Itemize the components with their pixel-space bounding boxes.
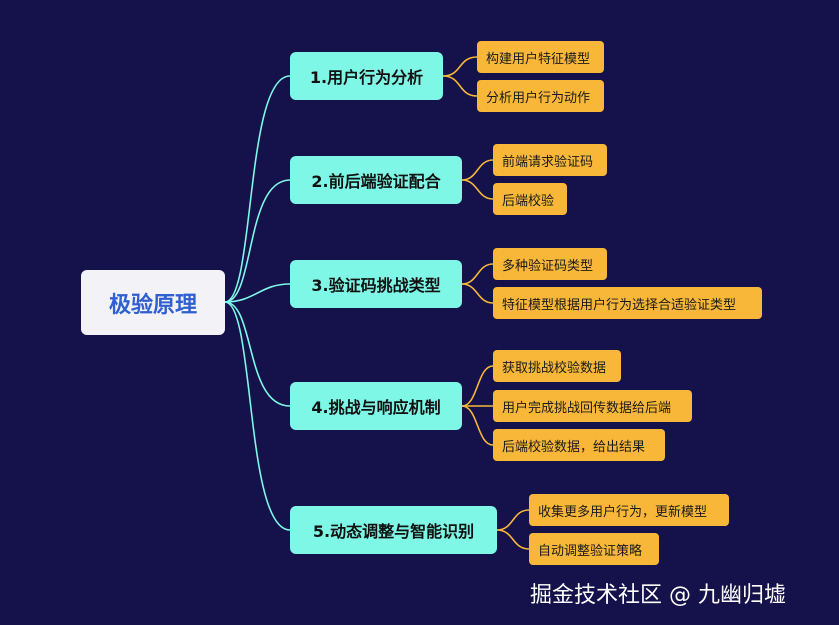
root-connector-1: [224, 75, 291, 303]
root-node: 极验原理: [81, 270, 225, 335]
leaf-node-2-1: 前端请求验证码: [493, 144, 607, 176]
root-connector-2: [224, 179, 291, 303]
leaf-node-3-2: 特征模型根据用户行为选择合适验证类型: [493, 287, 762, 319]
leaf-connector-3-2: [461, 283, 494, 304]
leaf-node-5-1: 收集更多用户行为，更新模型: [529, 494, 729, 526]
leaf-connector-2-1: [461, 159, 494, 181]
leaf-connector-1-2: [442, 75, 478, 97]
branch-node-1: 1.用户行为分析: [290, 52, 443, 100]
branch-node-3: 3.验证码挑战类型: [290, 260, 462, 308]
root-connector-4: [224, 301, 291, 407]
leaf-connector-5-2: [496, 529, 530, 550]
leaf-connector-4-3: [461, 405, 494, 446]
leaf-node-1-2: 分析用户行为动作: [477, 80, 604, 112]
leaf-node-4-1: 获取挑战校验数据: [493, 350, 621, 382]
branch-node-5: 5.动态调整与智能识别: [290, 506, 497, 554]
leaf-connector-2-2: [461, 179, 494, 200]
leaf-node-3-1: 多种验证码类型: [493, 248, 607, 280]
root-connector-3: [224, 283, 291, 303]
leaf-node-5-2: 自动调整验证策略: [529, 533, 659, 565]
leaf-connector-3-1: [461, 263, 494, 285]
branch-node-2: 2.前后端验证配合: [290, 156, 462, 204]
leaf-connector-4-1: [461, 365, 494, 407]
leaf-connector-1-1: [442, 56, 478, 77]
branch-node-4: 4.挑战与响应机制: [290, 382, 462, 430]
leaf-node-4-2: 用户完成挑战回传数据给后端: [493, 390, 692, 422]
leaf-node-1-1: 构建用户特征模型: [477, 41, 604, 73]
watermark-text: 掘金技术社区 @ 九幽归墟: [530, 583, 786, 608]
leaf-node-4-3: 后端校验数据，给出结果: [493, 429, 665, 461]
leaf-node-2-2: 后端校验: [493, 183, 567, 215]
leaf-connector-5-1: [496, 509, 530, 531]
root-connector-5: [224, 301, 291, 531]
